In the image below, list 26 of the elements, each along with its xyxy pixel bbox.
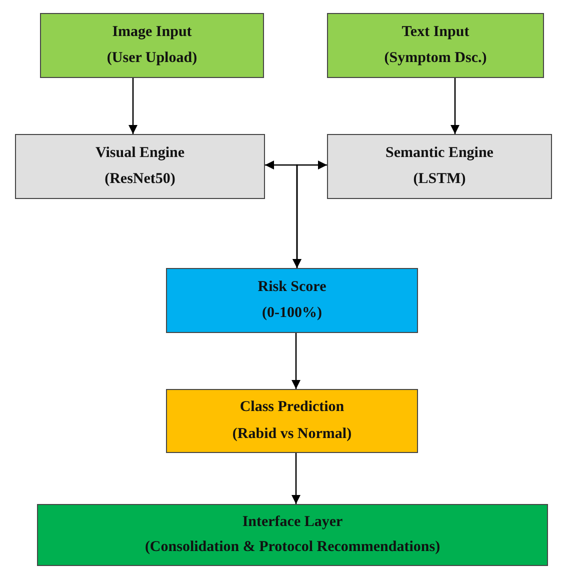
node-title: Class Prediction — [240, 399, 344, 416]
score-box — [166, 268, 418, 333]
node-subtitle: (Rabid vs Normal) — [232, 426, 352, 443]
node-title: Text Input — [402, 24, 470, 41]
engine-box — [327, 134, 552, 199]
arrow — [450, 78, 460, 134]
arrow — [292, 160, 327, 268]
interface-box — [37, 504, 548, 566]
node-subtitle: (ResNet50) — [104, 171, 176, 188]
node-subtitle: (0-100%) — [262, 305, 322, 322]
node-title: Interface Layer — [242, 514, 343, 531]
arrow — [291, 453, 301, 504]
node-title: Visual Engine — [95, 144, 185, 162]
arrow — [291, 333, 301, 389]
node-subtitle: (LSTM) — [413, 171, 466, 188]
node-subtitle: (Symptom Dsc.) — [384, 50, 487, 68]
node-title: Risk Score — [258, 278, 326, 296]
arrow — [128, 78, 138, 134]
node-subtitle: (Consolidation & Protocol Recommendations) — [144, 539, 440, 556]
node-subtitle: (User Upload) — [106, 50, 198, 68]
input-box — [327, 13, 544, 78]
prediction-box — [166, 389, 418, 453]
engine-box — [15, 134, 265, 199]
node-title: Image Input — [112, 24, 192, 41]
input-box — [40, 13, 264, 78]
node-title: Semantic Engine — [386, 144, 494, 162]
